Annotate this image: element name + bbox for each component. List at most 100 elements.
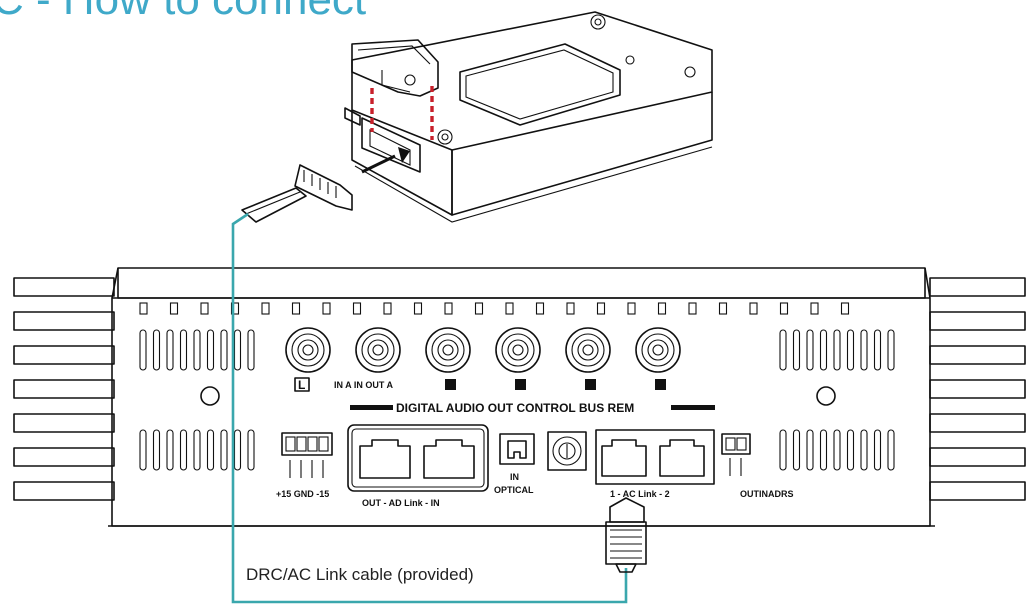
screw-terminal-icon bbox=[281, 432, 333, 478]
screw-terminal-icon bbox=[721, 433, 751, 476]
vent-slot bbox=[247, 429, 255, 471]
rca-jack-icon bbox=[565, 327, 611, 373]
vent-slot bbox=[261, 302, 270, 315]
vent-slot bbox=[139, 302, 148, 315]
vent-slot bbox=[413, 302, 423, 315]
vent-slot bbox=[352, 302, 362, 315]
vent-slot bbox=[535, 302, 545, 315]
vent-slot bbox=[220, 329, 228, 371]
vent-slot bbox=[247, 329, 255, 371]
left-heatsink bbox=[13, 277, 115, 501]
rj45-port-icon bbox=[659, 439, 705, 477]
channel-label-l: L bbox=[298, 378, 305, 392]
rca-jack-icon bbox=[355, 327, 401, 373]
vent-slot bbox=[860, 329, 868, 371]
rj45-port-icon bbox=[359, 439, 411, 479]
remote-label: OUTINADRS bbox=[740, 489, 794, 499]
vent-right-upper bbox=[779, 329, 895, 371]
rj45-port-icon bbox=[601, 439, 647, 477]
optical-label: OPTICAL bbox=[494, 485, 534, 495]
vent-slot bbox=[806, 429, 814, 471]
vent-slot bbox=[474, 302, 484, 315]
vent-slot bbox=[220, 429, 228, 471]
in-out-label: IN A IN OUT A bbox=[334, 380, 393, 390]
rotary-switch-icon bbox=[547, 431, 587, 471]
vent-slot bbox=[833, 429, 841, 471]
ad-link-ports bbox=[347, 424, 489, 492]
optical-in-label: IN bbox=[510, 472, 519, 482]
vent-slot bbox=[873, 429, 882, 471]
vent-slot bbox=[819, 329, 828, 371]
vent-slot bbox=[179, 429, 188, 471]
vent-slot bbox=[566, 302, 575, 315]
vent-left-upper bbox=[139, 329, 255, 371]
top-slot-row bbox=[139, 302, 850, 315]
vent-slot bbox=[383, 302, 392, 315]
page-title: C - How to connect bbox=[0, 0, 366, 24]
vent-slot bbox=[887, 429, 895, 471]
vent-slot bbox=[779, 329, 787, 371]
amplifier-unit: L IN A IN OUT A DIGITAL AUDIO OUT CONTRO… bbox=[13, 267, 1026, 527]
vent-slot bbox=[166, 329, 174, 371]
ad-link-label: OUT - AD Link - IN bbox=[362, 498, 440, 508]
rj45-plug bbox=[605, 497, 647, 573]
power-label: +15 GND -15 bbox=[276, 489, 329, 499]
rca-jack-icon bbox=[285, 327, 331, 373]
vent-slot bbox=[152, 429, 161, 471]
vent-slot bbox=[139, 429, 147, 471]
vent-slot bbox=[810, 302, 819, 315]
arrow-right-icon bbox=[361, 147, 410, 174]
vent-slot bbox=[887, 329, 895, 371]
vent-slot bbox=[846, 329, 855, 371]
vent-slot bbox=[819, 429, 828, 471]
vent-slot bbox=[291, 302, 301, 315]
vent-slot bbox=[779, 302, 789, 315]
ac-link-ports bbox=[595, 429, 715, 485]
vent-slot bbox=[833, 329, 841, 371]
optical-port bbox=[499, 433, 535, 465]
vent-slot bbox=[596, 302, 606, 315]
cable-plug-top bbox=[241, 164, 353, 223]
vent-slot bbox=[779, 429, 787, 471]
section-header: DIGITAL AUDIO OUT CONTROL BUS REM bbox=[396, 401, 634, 415]
drc-ac-link-cable bbox=[231, 212, 628, 604]
right-heatsink bbox=[929, 277, 1026, 501]
vent-slot bbox=[206, 329, 215, 371]
vent-slot bbox=[166, 429, 174, 471]
rca-jack-icon bbox=[495, 327, 541, 373]
vent-slot bbox=[806, 329, 814, 371]
drc-remote-unit bbox=[344, 11, 713, 223]
vent-slot bbox=[873, 329, 882, 371]
vent-slot bbox=[792, 329, 801, 371]
rca-jack-icon bbox=[635, 327, 681, 373]
vent-slot bbox=[505, 302, 514, 315]
vent-slot bbox=[657, 302, 667, 315]
vent-slot bbox=[792, 429, 801, 471]
vent-slot bbox=[718, 302, 728, 315]
vent-slot bbox=[200, 302, 209, 315]
vent-slot bbox=[688, 302, 697, 315]
mounting-hole bbox=[200, 386, 220, 406]
vent-slot bbox=[846, 429, 855, 471]
vent-slot bbox=[206, 429, 215, 471]
vent-slot bbox=[169, 302, 179, 315]
vent-slot bbox=[230, 302, 240, 315]
vent-slot bbox=[139, 329, 147, 371]
vent-slot bbox=[233, 429, 242, 471]
vent-left-lower bbox=[139, 429, 255, 471]
vent-right-lower bbox=[779, 429, 895, 471]
vent-slot bbox=[627, 302, 636, 315]
cable-caption: DRC/AC Link cable (provided) bbox=[246, 565, 474, 584]
vent-slot bbox=[179, 329, 188, 371]
vent-slot bbox=[840, 302, 850, 315]
rca-jack-row bbox=[285, 327, 681, 373]
rj45-port-icon bbox=[423, 439, 475, 479]
vent-slot bbox=[233, 329, 242, 371]
vent-slot bbox=[444, 302, 453, 315]
ac-link-label: 1 - AC Link - 2 bbox=[610, 489, 670, 499]
vent-slot bbox=[749, 302, 758, 315]
vent-slot bbox=[860, 429, 868, 471]
vent-slot bbox=[193, 429, 201, 471]
rca-jack-icon bbox=[425, 327, 471, 373]
